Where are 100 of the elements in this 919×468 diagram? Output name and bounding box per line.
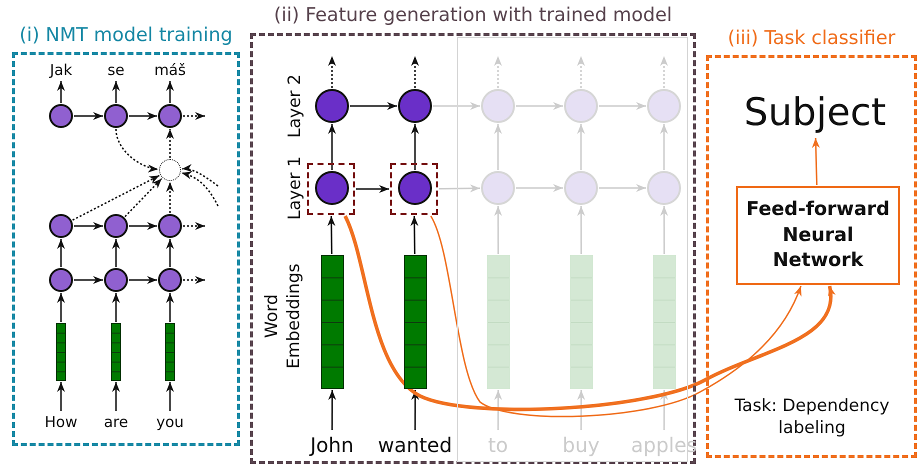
neuron-circle xyxy=(647,171,681,205)
input-word: you xyxy=(150,412,190,432)
input-word: wanted xyxy=(375,431,455,459)
arrow xyxy=(599,184,646,192)
embedding-bar xyxy=(487,255,510,389)
arrow xyxy=(115,128,158,172)
arrow xyxy=(183,222,205,230)
neuron-circle xyxy=(158,268,182,292)
arrow xyxy=(166,293,174,322)
arrow xyxy=(356,185,389,193)
embedding-bar xyxy=(165,323,175,381)
arrow xyxy=(166,129,174,158)
neuron-circle xyxy=(49,104,73,128)
arrow xyxy=(129,276,157,284)
embedding-bar xyxy=(56,323,66,381)
arrow xyxy=(577,56,585,88)
neuron-circle xyxy=(104,214,128,238)
neuron-circle xyxy=(104,268,128,292)
arrow xyxy=(433,102,480,110)
output-label: Subject xyxy=(740,87,890,137)
neuron-circle xyxy=(158,214,182,238)
arrow xyxy=(660,124,668,170)
arrow xyxy=(112,382,120,411)
arrow xyxy=(577,206,586,254)
neuron-circle xyxy=(481,171,515,205)
arrow xyxy=(812,138,820,186)
arrow xyxy=(129,112,157,120)
arrow xyxy=(494,124,502,170)
arrow xyxy=(328,56,336,88)
neuron-circle xyxy=(647,89,681,123)
neuron-circle xyxy=(104,104,128,128)
arrow xyxy=(410,216,418,254)
arrow xyxy=(166,182,174,213)
neuron-circle xyxy=(49,268,73,292)
network-box: Feed-forward Neural Network xyxy=(736,186,900,285)
output-word: máš xyxy=(152,60,188,80)
arrow xyxy=(57,293,65,322)
row-label: Layer 2 xyxy=(284,73,306,140)
panel-title: (i) NMT model training xyxy=(18,23,234,48)
arrow xyxy=(494,206,502,254)
arrow xyxy=(660,206,668,254)
arrow xyxy=(411,124,419,170)
arrow xyxy=(516,184,563,192)
row-label: Word Embeddings xyxy=(260,262,305,371)
output-word: Jak xyxy=(43,60,79,80)
output-word: se xyxy=(98,60,134,80)
embedding-bar xyxy=(404,255,427,389)
input-word: are xyxy=(96,412,136,432)
arrow xyxy=(166,81,174,103)
task-note: Task: Dependency labeling xyxy=(734,395,890,440)
arrow xyxy=(327,216,336,254)
arrow xyxy=(411,390,420,430)
neuron-circle xyxy=(315,171,349,205)
arrow xyxy=(411,56,419,88)
arrow xyxy=(112,239,120,267)
embedding-bar xyxy=(570,255,593,389)
input-word: How xyxy=(41,412,81,432)
input-word: John xyxy=(292,431,372,459)
arrow xyxy=(74,112,103,120)
arrow xyxy=(516,102,563,110)
arrow xyxy=(328,124,336,170)
neuron-circle xyxy=(315,89,349,123)
arrow xyxy=(350,102,397,110)
highlight-box xyxy=(307,163,355,215)
arrow xyxy=(74,222,103,230)
neuron-circle xyxy=(481,89,515,123)
arrow xyxy=(72,174,160,221)
neuron-circle xyxy=(398,171,432,205)
arrow xyxy=(181,172,219,206)
arrow xyxy=(494,390,502,430)
arrow xyxy=(166,239,174,267)
embedding-bar xyxy=(321,255,344,389)
neuron-circle xyxy=(158,104,182,128)
arrow xyxy=(74,276,103,284)
arrow xyxy=(494,56,502,88)
embedding-bar xyxy=(111,323,121,381)
arrow xyxy=(183,112,205,120)
arrow xyxy=(599,102,646,110)
arrow xyxy=(124,178,162,218)
neuron-circle xyxy=(564,171,598,205)
arrow xyxy=(660,390,668,430)
arrow xyxy=(182,164,218,187)
embedding-bar xyxy=(653,255,676,389)
highlight-box xyxy=(390,163,438,215)
arrow xyxy=(57,81,65,103)
arrow xyxy=(112,293,120,322)
arrow xyxy=(438,184,480,192)
panel-title: (iii) Task classifier xyxy=(726,26,896,51)
neuron-circle xyxy=(398,89,432,123)
neuron-circle xyxy=(564,89,598,123)
arrow xyxy=(57,239,65,267)
row-label: Layer 1 xyxy=(284,155,306,222)
arrow xyxy=(577,124,585,170)
arrow xyxy=(577,390,586,430)
arrow xyxy=(183,276,205,284)
input-word: apples xyxy=(624,431,704,459)
arrow xyxy=(328,390,336,430)
arrow xyxy=(430,216,802,418)
neuron-circle xyxy=(49,214,73,238)
arrow xyxy=(660,56,668,88)
